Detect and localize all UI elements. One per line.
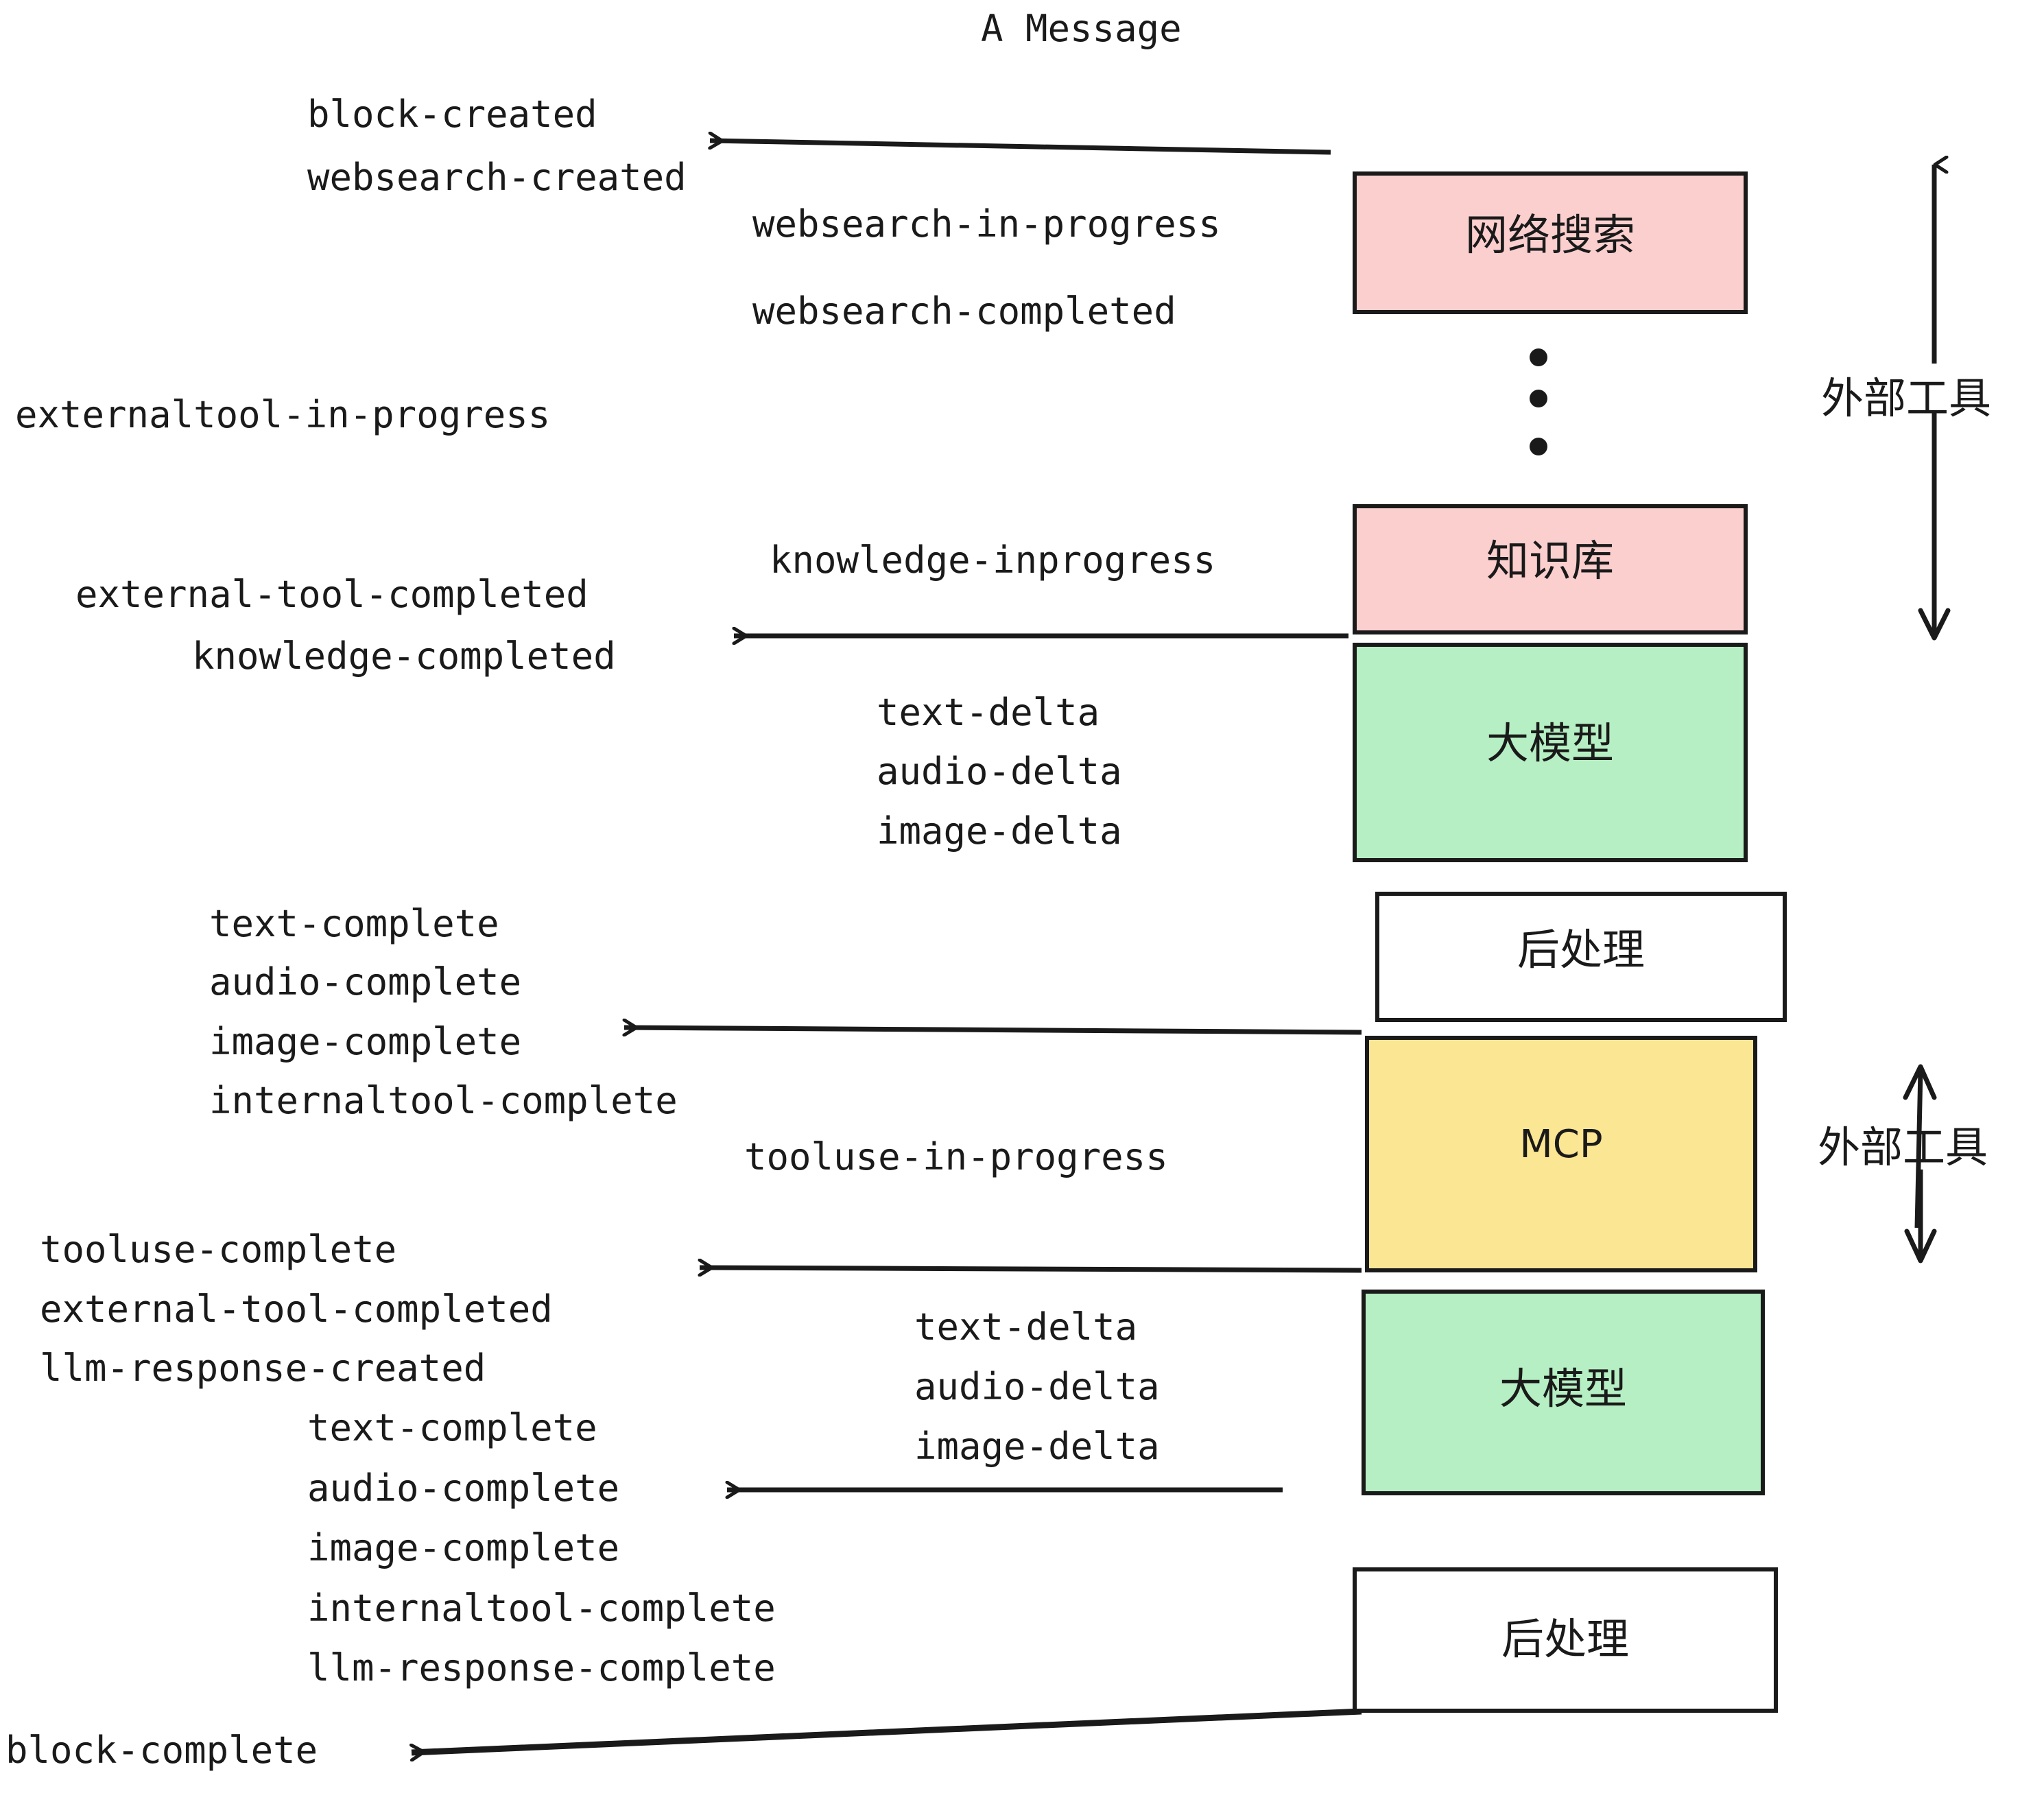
arrow-websearch-to-created: [710, 141, 1331, 155]
event-block-created: block-created: [307, 93, 597, 136]
box-postprocess-lower[interactable]: 后处理: [1353, 1567, 1778, 1713]
event-websearch-created: websearch-created: [307, 156, 687, 199]
page-title: A Message: [981, 7, 1182, 50]
box-knowledge-label: 知识库: [1486, 536, 1614, 586]
ellipsis-dot-1: [1530, 348, 1547, 366]
event-external-tool-completed-1: external-tool-completed: [75, 573, 589, 616]
event-tooluse-in-progress: tooluse-in-progress: [744, 1135, 1168, 1178]
event-audio-delta-2: audio-delta: [914, 1365, 1160, 1408]
event-websearch-in-progress: websearch-in-progress: [752, 202, 1221, 246]
arrow-postprocess-to-image-complete: [624, 1028, 1362, 1032]
external-tool-up-arrowhead-bottom: [1903, 1064, 1937, 1100]
event-image-delta-1: image-delta: [877, 809, 1122, 853]
side-label-external-tool-bottom: 外部工具: [1818, 1122, 1988, 1172]
event-block-complete: block-complete: [5, 1729, 318, 1772]
event-text-complete-2: text-complete: [307, 1406, 597, 1449]
ellipsis-dot-2: [1530, 390, 1547, 407]
event-llm-response-complete: llm-response-complete: [307, 1646, 776, 1689]
box-mcp-label: MCP: [1519, 1122, 1603, 1167]
box-knowledge[interactable]: 知识库: [1353, 504, 1748, 634]
event-knowledge-completed: knowledge-completed: [192, 634, 616, 678]
event-internaltool-complete-2: internaltool-complete: [307, 1587, 776, 1630]
event-tooluse-complete: tooluse-complete: [40, 1228, 397, 1271]
event-audio-delta-1: audio-delta: [877, 750, 1122, 793]
event-external-tool-completed-2: external-tool-completed: [40, 1287, 553, 1331]
box-websearch-label: 网络搜索: [1464, 210, 1635, 260]
event-llm-response-created: llm-response-created: [40, 1346, 486, 1390]
event-websearch-completed: websearch-completed: [752, 289, 1176, 333]
event-text-delta-2: text-delta: [914, 1305, 1138, 1349]
event-image-delta-2: image-delta: [914, 1425, 1160, 1468]
arrow-mcp-to-external-tool-completed: [700, 1268, 1362, 1270]
side-label-external-tool-top: 外部工具: [1821, 373, 1992, 423]
event-image-complete-1: image-complete: [209, 1020, 522, 1063]
event-knowledge-inprogress: knowledge-inprogress: [770, 538, 1216, 582]
event-audio-complete-2: audio-complete: [307, 1467, 620, 1510]
box-mcp[interactable]: MCP: [1365, 1036, 1757, 1272]
external-tool-down-arrowhead-top: [1918, 608, 1951, 641]
event-externaltool-in-progress: externaltool-in-progress: [15, 393, 551, 436]
box-postprocess-upper-label: 后处理: [1517, 925, 1645, 975]
box-llm-lower[interactable]: 大模型: [1362, 1290, 1765, 1495]
event-image-complete-2: image-complete: [307, 1526, 620, 1569]
box-llm-lower-label: 大模型: [1499, 1364, 1627, 1414]
box-postprocess-lower-label: 后处理: [1501, 1614, 1629, 1664]
ellipsis-dot-3: [1530, 438, 1547, 455]
event-audio-complete-1: audio-complete: [209, 960, 522, 1004]
box-llm-upper[interactable]: 大模型: [1353, 643, 1748, 862]
box-websearch[interactable]: 网络搜索: [1353, 171, 1748, 314]
event-internaltool-complete-1: internaltool-complete: [209, 1079, 678, 1122]
event-text-delta-1: text-delta: [877, 691, 1100, 734]
event-text-complete-1: text-complete: [209, 902, 499, 945]
box-llm-upper-label: 大模型: [1486, 718, 1614, 768]
box-postprocess-upper[interactable]: 后处理: [1375, 892, 1787, 1022]
arrow-postprocess-to-block-complete: [412, 1708, 1362, 1753]
external-tool-down-arrowhead-bottom: [1904, 1229, 1937, 1263]
